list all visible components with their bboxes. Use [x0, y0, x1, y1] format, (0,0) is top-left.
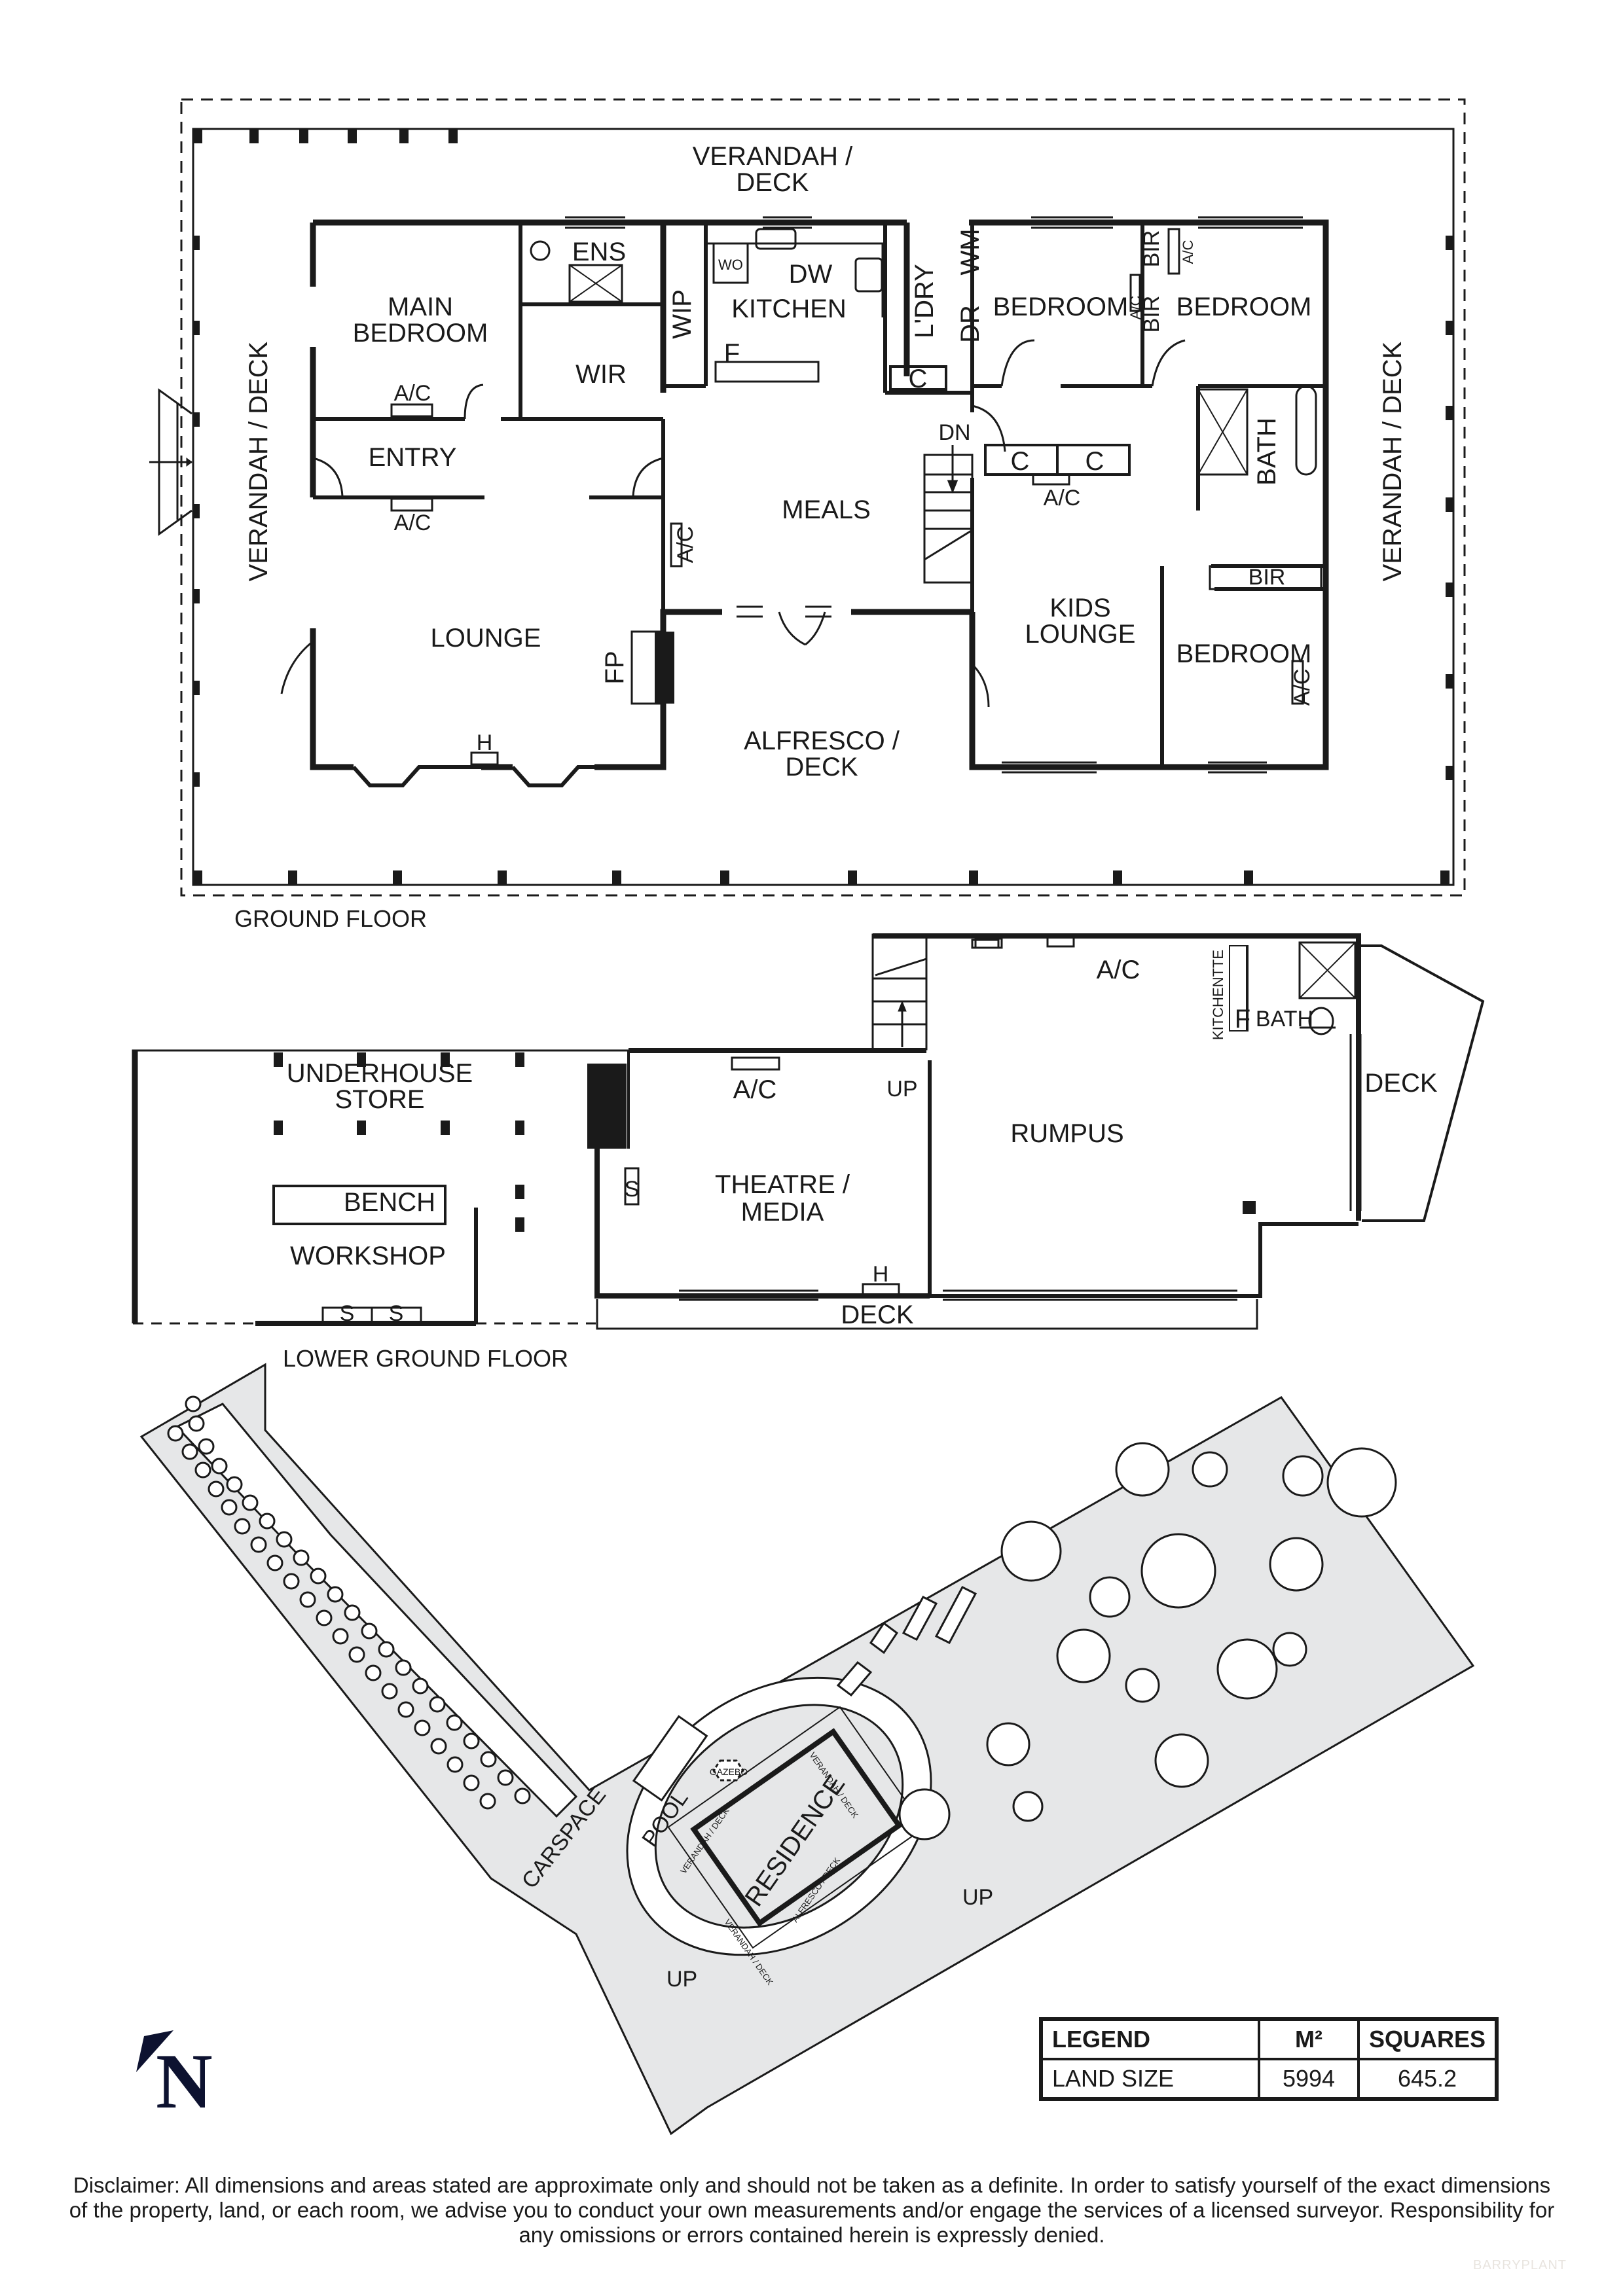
north-letter: N: [156, 2037, 213, 2125]
label-bedroom-2: BEDROOM: [993, 293, 1129, 321]
label-heater: H: [477, 730, 493, 755]
label-bir-1: BIR: [1139, 230, 1164, 268]
label-theatre: THEATRE /: [715, 1170, 850, 1199]
legend-header-row: LEGEND M² SQUARES: [1040, 2018, 1499, 2060]
north-arrow: N: [124, 2022, 236, 2127]
label-heater-theatre: H: [873, 1262, 889, 1287]
north-arrow-icon: [136, 2030, 173, 2072]
label-kitchenette: KITCHENTTE: [1210, 950, 1226, 1040]
lower-ground-labels: UNDERHOUSE STORE BENCH WORKSHOP S S S TH…: [287, 950, 1438, 1329]
label-stairs-down: DN: [938, 420, 970, 445]
label-kids-lounge: KIDS: [1049, 594, 1110, 622]
label-fridge: F: [724, 339, 740, 368]
label-verandah-top-2: DECK: [736, 168, 809, 197]
ground-floor-title: GROUND FLOOR: [234, 905, 428, 932]
legend-header-squares: SQUARES: [1357, 2018, 1499, 2060]
label-fridge-lower: F: [1235, 1005, 1250, 1033]
label-lounge: LOUNGE: [431, 624, 541, 653]
label-main-bedroom: MAIN: [388, 293, 453, 321]
label-bench: BENCH: [344, 1188, 435, 1217]
label-cupboard-2: C: [1085, 447, 1104, 476]
lower-ground-floor-title: LOWER GROUND FLOOR: [283, 1345, 569, 1372]
label-deck-side: DECK: [1364, 1069, 1437, 1098]
label-ac-rumpus: A/C: [1097, 956, 1140, 984]
label-verandah-right: VERANDAH / DECK: [1378, 341, 1407, 581]
ground-floor-plan: [149, 98, 1466, 897]
label-kitchen: KITCHEN: [731, 295, 847, 323]
label-alfresco: ALFRESCO /: [744, 726, 900, 755]
label-wm: WM: [956, 228, 985, 275]
label-fireplace: FP: [600, 651, 629, 684]
legend-table: LEGEND M² SQUARES LAND SIZE 5994 645.2: [1039, 2017, 1499, 2101]
label-laundry: L'DRY: [910, 264, 939, 338]
label-wo: WO: [718, 257, 743, 273]
support-posts: [274, 1052, 627, 1232]
lower-ground-floor-plan: [132, 933, 1485, 1330]
label-bir-3: BIR: [1249, 565, 1286, 590]
label-cupboard-laundry: C: [909, 365, 928, 393]
label-ac-bed3: A/C: [1180, 240, 1196, 264]
label-shelf-1: S: [340, 1301, 355, 1326]
label-alfresco-2: DECK: [785, 753, 858, 781]
label-ac-main-bed: A/C: [394, 381, 431, 406]
label-main-bedroom-2: BEDROOM: [353, 319, 488, 348]
label-bath-lower: BATH: [1256, 1007, 1313, 1031]
label-kids-lounge-2: LOUNGE: [1025, 620, 1136, 649]
label-bath: BATH: [1252, 418, 1281, 486]
legend-land-size-m2: 5994: [1258, 2058, 1360, 2100]
label-wir: WIR: [575, 360, 627, 389]
legend-row: LAND SIZE 5994 645.2: [1040, 2058, 1499, 2100]
label-dr: DR: [956, 305, 985, 343]
disclaimer: Disclaimer: All dimensions and areas sta…: [69, 2173, 1555, 2247]
agency-watermark: BARRYPLANT: [1473, 2258, 1567, 2272]
label-cupboard-1: C: [1011, 447, 1030, 476]
label-rumpus: RUMPUS: [1010, 1119, 1123, 1148]
verandah-posts: [193, 129, 1453, 885]
label-verandah-left: VERANDAH / DECK: [244, 341, 273, 581]
legend-header-m2: M²: [1258, 2018, 1360, 2060]
label-dw: DW: [789, 260, 833, 289]
label-bir-2: BIR: [1139, 296, 1164, 333]
label-deck-bottom: DECK: [841, 1300, 913, 1329]
label-ac-bed2: A/C: [1127, 296, 1144, 320]
label-meals: MEALS: [782, 495, 871, 524]
label-theatre-2: MEDIA: [741, 1198, 824, 1227]
label-underhouse-2: STORE: [335, 1085, 424, 1114]
site-plan: [139, 1363, 1475, 2136]
label-workshop: WORKSHOP: [290, 1242, 446, 1270]
label-verandah-top: VERANDAH /: [693, 142, 853, 171]
label-bedroom-4: BEDROOM: [1176, 639, 1312, 668]
label-ac-bed4: A/C: [1290, 669, 1315, 706]
label-underhouse: UNDERHOUSE: [287, 1059, 473, 1088]
label-bedroom-3: BEDROOM: [1176, 293, 1312, 321]
label-shelf-theatre: S: [625, 1177, 640, 1202]
label-stairs-up: UP: [886, 1077, 917, 1102]
trees: [898, 1442, 1397, 1840]
label-ac-theatre: A/C: [733, 1075, 777, 1104]
label-ac-kids: A/C: [1044, 486, 1081, 511]
label-site-up-1: UP: [962, 1885, 993, 1910]
label-ac-meals: A/C: [673, 526, 698, 564]
label-entry: ENTRY: [369, 443, 457, 472]
label-gazebo: GAZEBO: [710, 1767, 748, 1777]
legend-header-label: LEGEND: [1040, 2018, 1260, 2060]
label-ensuite: ENS: [572, 238, 626, 266]
ground-floor-labels: VERANDAH / DECK VERANDAH / DECK VERANDAH…: [244, 142, 1407, 781]
label-site-up-2: UP: [666, 1967, 697, 1992]
label-shelf-2: S: [389, 1301, 404, 1326]
driveway-trees: [167, 1395, 531, 1810]
label-wip: WIP: [668, 289, 697, 339]
legend-land-size-label: LAND SIZE: [1040, 2058, 1260, 2100]
legend-land-size-squares: 645.2: [1357, 2058, 1499, 2100]
stairs-down: [923, 445, 974, 584]
label-ac-lounge: A/C: [394, 511, 431, 535]
